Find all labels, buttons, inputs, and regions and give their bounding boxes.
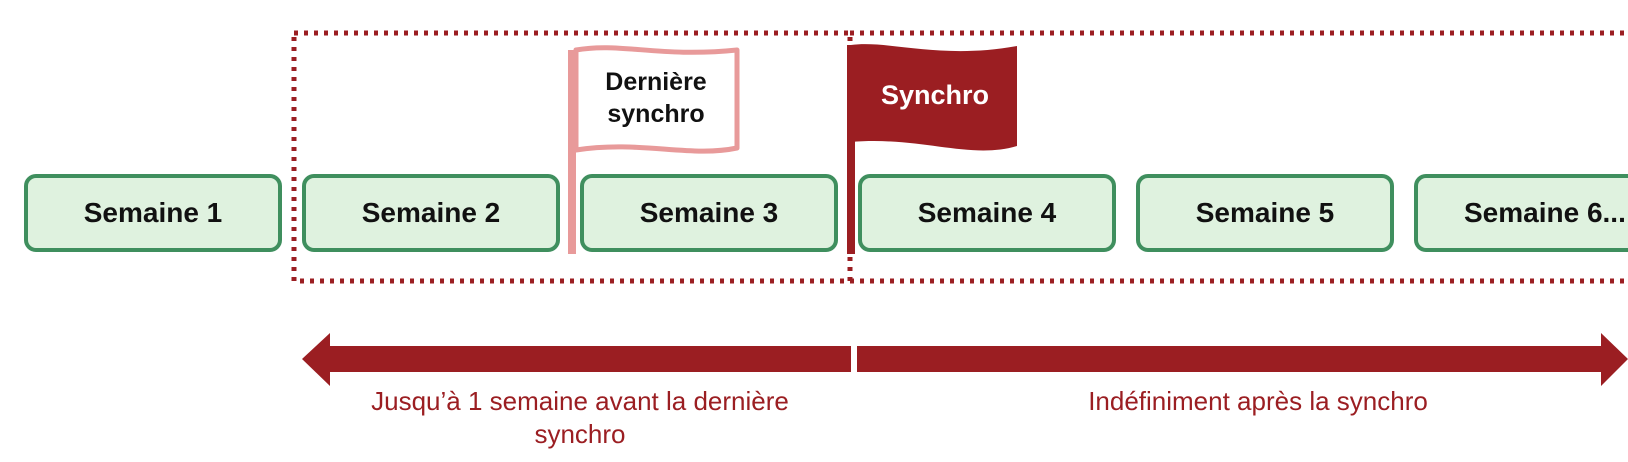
last-sync-flag-icon bbox=[568, 45, 740, 254]
timeline-arrow bbox=[302, 333, 1628, 386]
week-2: Semaine 2 bbox=[302, 174, 560, 252]
caption-before-sync-line2: synchro bbox=[534, 419, 626, 449]
caption-before-sync: Jusqu’à 1 semaine avant la dernière sync… bbox=[300, 385, 860, 451]
sync-flag-icon bbox=[847, 44, 1017, 254]
sync-flag-label: Synchro bbox=[880, 80, 990, 110]
week-6: Semaine 6... bbox=[1414, 174, 1628, 252]
arrow-left-segment bbox=[302, 333, 851, 386]
last-sync-flag-line1: Dernière bbox=[605, 68, 707, 96]
week-4: Semaine 4 bbox=[858, 174, 1116, 252]
caption-before-sync-line1: Jusqu’à 1 semaine avant la dernière bbox=[371, 386, 789, 416]
arrow-right-segment bbox=[857, 333, 1628, 386]
last-sync-flag-label: Dernière synchro bbox=[580, 66, 732, 130]
last-sync-flag-line2: synchro bbox=[607, 100, 705, 128]
week-5: Semaine 5 bbox=[1136, 174, 1394, 252]
caption-after-sync: Indéfiniment après la synchro bbox=[1088, 386, 1428, 416]
window-after-sync bbox=[850, 30, 1628, 284]
week-1: Semaine 1 bbox=[24, 174, 282, 252]
week-3: Semaine 3 bbox=[580, 174, 838, 252]
